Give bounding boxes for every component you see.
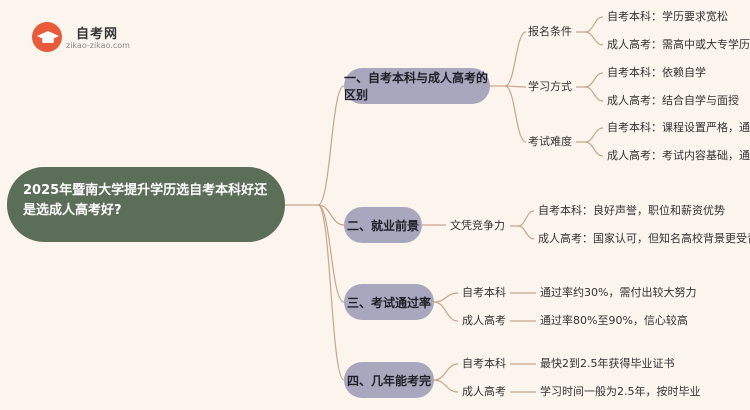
group-duration-adult: 成人高考 — [462, 385, 506, 398]
branch-duration[interactable]: 四、几年能考完 — [344, 362, 434, 398]
group-duration-selfstudy: 自考本科 — [462, 357, 506, 370]
connector-b3-g2 — [433, 301, 459, 322]
leaf-diploma-selfstudy: 自考本科：良好声誉，职位和薪资优势 — [538, 204, 725, 217]
connector-b1-g1 — [504, 31, 527, 87]
connector-b4-g1 — [433, 363, 459, 381]
leaf-enrollment-adult: 成人高考：需高中或大专学历 — [607, 38, 750, 51]
group-exam-difficulty: 考试难度 — [528, 135, 572, 148]
site-logo[interactable]: 自考网 zikao-zikao.com — [32, 20, 142, 56]
connector-b1-leaf-6 — [584, 141, 604, 157]
leaf-duration-selfstudy: 最快2到2.5年获得毕业证书 — [540, 357, 675, 370]
branch-differences[interactable]: 一、自考本科与成人高考的区别 — [344, 68, 490, 104]
group-pass-adult: 成人高考 — [462, 314, 506, 327]
connector-b2-leaf-1 — [517, 210, 535, 227]
connector-b1-g2 — [504, 85, 527, 88]
connector-branch-1 — [317, 85, 345, 206]
group-diploma-competitiveness: 文凭竞争力 — [450, 219, 505, 232]
leaf-pass-adult: 通过率80%至90%，信心较高 — [540, 314, 688, 327]
connector-branch-3 — [317, 204, 345, 303]
leaf-diploma-adult: 成人高考：国家认可，但知名高校背景更受青睐 — [538, 232, 750, 245]
branch-employment[interactable]: 二、就业前景 — [344, 207, 422, 243]
connector-branch-2 — [317, 204, 345, 226]
logo-title: 自考网 — [76, 27, 119, 42]
leaf-study-selfstudy: 自考本科：依赖自学 — [607, 66, 706, 79]
connector-b1-leaf-1 — [584, 16, 604, 33]
leaf-enrollment-selfstudy: 自考本科：学历要求宽松 — [607, 10, 728, 23]
connector-b1-leaf-3 — [584, 72, 604, 88]
leaf-study-adult: 成人高考：结合自学与面授 — [607, 94, 739, 107]
branch-pass-rate[interactable]: 三、考试通过率 — [344, 284, 434, 320]
logo-subtitle: zikao-zikao.com — [66, 41, 130, 50]
leaf-difficulty-adult: 成人高考：考试内容基础，通过率高 — [607, 149, 750, 162]
leaf-duration-adult: 学习时间一般为2.5年，按时毕业 — [540, 385, 701, 398]
connector-b1-leaf-4 — [584, 86, 604, 102]
connector-branch-4 — [317, 204, 345, 381]
connector-b2-leaf-2 — [517, 225, 535, 240]
group-study-mode: 学习方式 — [528, 80, 572, 93]
leaf-pass-selfstudy: 通过率约30%，需付出较大努力 — [540, 286, 697, 299]
connector-b4-g2 — [433, 379, 459, 393]
connector-b1-g3 — [504, 85, 527, 143]
connector-b1-leaf-5 — [584, 127, 604, 143]
leaf-difficulty-selfstudy: 自考本科：课程设置严格，通过率低 — [607, 121, 750, 134]
group-enrollment: 报名条件 — [528, 25, 572, 38]
root-topic[interactable]: 2025年暨南大学提升学历选自考本科好还是选成人高考好? — [7, 167, 285, 242]
logo-icon — [32, 22, 62, 52]
connector-b3-g1 — [433, 292, 459, 303]
group-pass-selfstudy: 自考本科 — [462, 286, 506, 299]
connector-b1-leaf-2 — [584, 31, 604, 46]
